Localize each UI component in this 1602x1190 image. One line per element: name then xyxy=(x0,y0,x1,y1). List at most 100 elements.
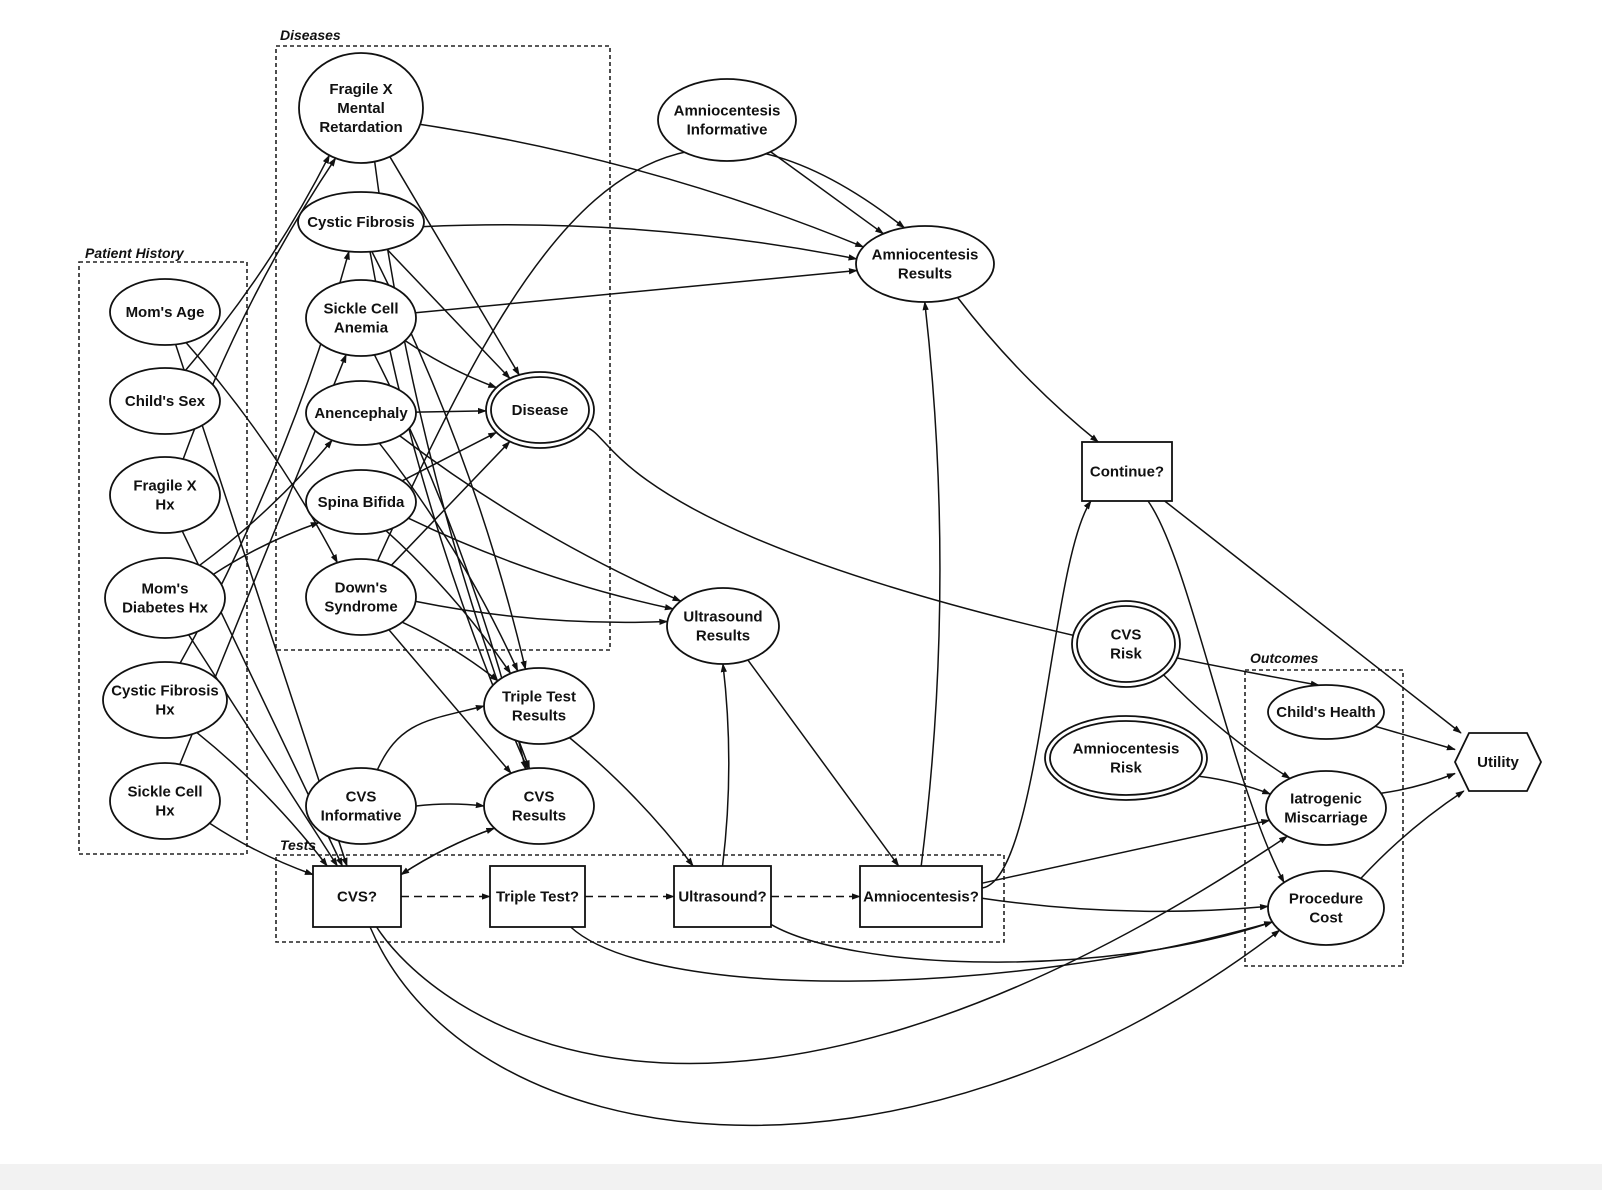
edge-triple-test-to-procedure-cost xyxy=(570,921,1274,982)
node-label: Hx xyxy=(155,497,175,514)
node-triple-test: Triple Test? xyxy=(489,865,586,928)
node-amniocentesis: Amniocentesis? xyxy=(859,865,983,928)
node-label: Retardation xyxy=(319,119,402,136)
node-label: Fragile X xyxy=(329,81,392,98)
chance-ellipse xyxy=(1265,770,1387,846)
edge-spina-bifida-to-disease xyxy=(401,431,498,482)
chance-ellipse xyxy=(666,587,780,665)
edge-continue-to-procedure-cost xyxy=(1147,500,1285,884)
node-label: Diabetes Hx xyxy=(122,600,209,617)
edge-sickle-cell-anemia-to-amnio-results xyxy=(415,268,858,314)
chance-ellipse xyxy=(855,225,995,303)
edge-cvs-informative-to-cvs-results xyxy=(415,801,485,809)
node-fragile-x-hx: Fragile X Hx xyxy=(109,456,221,534)
node-disease: Disease xyxy=(485,371,595,449)
node-label: Anencephaly xyxy=(314,405,408,422)
node-label: Sickle Cell xyxy=(127,784,202,801)
edge-moms-diabetes-hx-to-spina-bifida xyxy=(212,521,320,575)
chance-ellipse xyxy=(305,558,417,636)
edge-ultrasound-to-ultrasound-results xyxy=(720,663,730,867)
node-label: Procedure xyxy=(1289,891,1363,908)
tests-group xyxy=(275,854,1005,943)
edge-amniocentesis-to-procedure-cost xyxy=(981,897,1269,913)
chance-ellipse xyxy=(305,380,417,446)
chance-ellipse xyxy=(483,667,595,745)
chance-ellipse xyxy=(305,469,417,535)
node-label: Hx xyxy=(155,803,175,820)
node-label: Informative xyxy=(321,808,402,825)
node-label: Results xyxy=(898,266,952,283)
node-label: Fragile X xyxy=(133,478,196,495)
chance-ellipse xyxy=(1267,870,1385,946)
chance-ellipse xyxy=(297,191,425,253)
node-label: Mom's Age xyxy=(126,304,205,321)
node-label: Amniocentesis xyxy=(674,103,781,120)
chance-ellipse xyxy=(657,78,797,162)
node-label: Iatrogenic xyxy=(1290,791,1362,808)
node-label: Child's Sex xyxy=(125,393,206,410)
chance-ellipse xyxy=(109,762,221,840)
node-label: Cystic Fibrosis xyxy=(307,214,415,231)
node-label: Down's xyxy=(335,580,388,597)
chance-ellipse xyxy=(298,52,424,164)
edge-childs-sex-to-fragile-x-mr xyxy=(184,154,331,371)
node-childs-health: Child's Health xyxy=(1267,684,1385,740)
edge-cystic-fibrosis-to-amnio-results xyxy=(423,224,858,261)
node-label: CVS xyxy=(346,789,377,806)
diseases-label: Diseases xyxy=(280,27,341,43)
node-label: Triple Test? xyxy=(496,889,579,906)
edge-cvs-results-to-cvs-test xyxy=(400,827,495,876)
node-cystic-fibrosis: Cystic Fibrosis xyxy=(297,191,425,253)
edge-ultrasound-to-procedure-cost xyxy=(770,921,1274,963)
outcomes-label: Outcomes xyxy=(1250,650,1319,666)
edge-sickle-cell-hx-to-cvs-test xyxy=(209,822,314,876)
node-label: Cost xyxy=(1309,910,1342,927)
edge-moms-age-to-downs-syndrome xyxy=(185,342,339,564)
node-label: Informative xyxy=(687,122,768,139)
node-label: Amniocentesis xyxy=(1073,741,1180,758)
edge-downs-syndrome-to-amnio-results xyxy=(376,147,906,562)
node-cvs-test: CVS? xyxy=(312,865,402,928)
chance-ellipse xyxy=(1049,720,1203,796)
node-label: Amniocentesis? xyxy=(863,889,979,906)
edge-anencephaly-to-triple-test-results xyxy=(378,442,519,672)
chance-ellipse xyxy=(102,661,228,739)
node-label: Ultrasound? xyxy=(678,889,766,906)
node-label: Child's Health xyxy=(1276,704,1375,721)
node-label: Ultrasound xyxy=(683,609,762,626)
value-hexagon xyxy=(1454,732,1542,792)
edge-continue-to-utility xyxy=(1164,500,1462,734)
edge-ultrasound-results-to-amniocentesis xyxy=(747,659,900,867)
node-label: Anemia xyxy=(334,320,389,337)
edge-cvs-risk-to-iatrogenic-miscarriage xyxy=(1163,674,1291,780)
decision-box xyxy=(859,865,983,928)
edge-cvs-test-to-procedure-cost xyxy=(369,926,1281,1126)
chance-ellipse xyxy=(109,278,221,346)
chance-ellipse xyxy=(104,557,226,639)
node-label: CVS xyxy=(524,789,555,806)
edge-downs-syndrome-to-ultrasound-results xyxy=(415,600,669,626)
decision-box xyxy=(489,865,586,928)
node-label: Sickle Cell xyxy=(323,301,398,318)
node-label: Amniocentesis xyxy=(872,247,979,264)
node-label: Cystic Fibrosis xyxy=(111,683,219,700)
decision-box xyxy=(312,865,402,928)
chance-ellipse xyxy=(109,367,221,435)
node-label: Results xyxy=(512,808,566,825)
bottom-band xyxy=(0,1164,1602,1190)
node-label: CVS? xyxy=(337,889,377,906)
edge-fragile-x-mr-to-disease xyxy=(389,156,520,376)
patient-history-group xyxy=(78,261,248,855)
node-label: Syndrome xyxy=(324,599,397,616)
edge-cvs-test-to-iatrogenic-miscarriage xyxy=(375,835,1289,1065)
